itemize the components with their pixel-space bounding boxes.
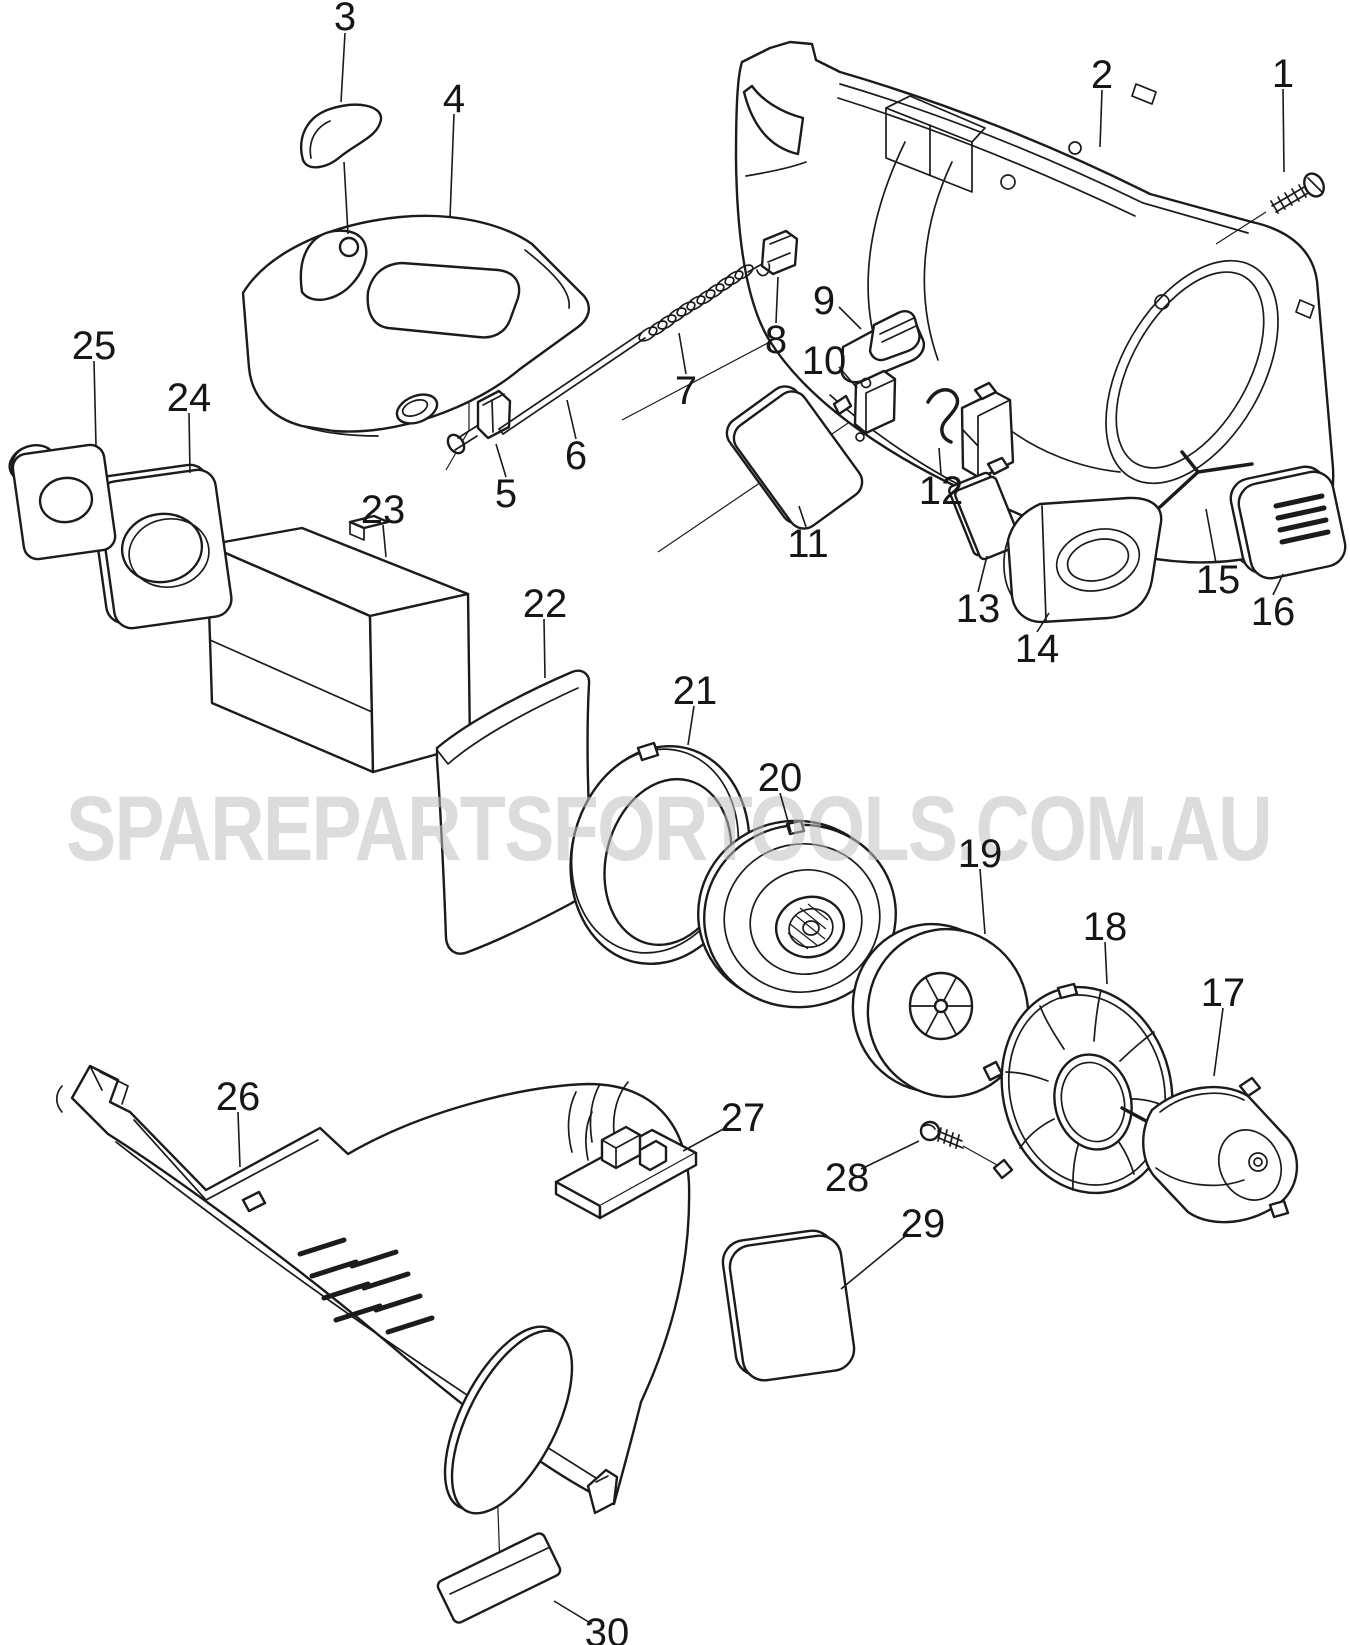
leader-line-4	[449, 113, 455, 219]
leader-line-18	[1104, 941, 1108, 985]
part-number-12: 12	[919, 469, 964, 513]
leader-line-5	[495, 443, 507, 478]
part-30-name-label	[436, 1532, 562, 1624]
part-23-battery-box	[205, 514, 472, 774]
part-8-joint	[747, 229, 799, 277]
part-1-screw	[1215, 172, 1325, 245]
part-number-23: 23	[361, 488, 406, 532]
part-number-9: 9	[813, 279, 835, 323]
part-27-terminal-block	[554, 1081, 698, 1220]
part-number-26: 26	[216, 1075, 261, 1119]
leader-line-21	[687, 705, 695, 746]
leader-line-7	[678, 332, 687, 375]
part-24-filter-frame	[89, 463, 233, 630]
part-number-11: 11	[787, 522, 829, 566]
part-16-vented-cap	[1229, 465, 1347, 580]
part-26-housing-left-shell	[55, 1064, 691, 1515]
part-number-15: 15	[1196, 558, 1241, 602]
part-2-housing-right-shell	[734, 40, 1335, 572]
leader-line-9	[838, 306, 862, 330]
leader-line-3	[343, 161, 349, 235]
part-13-filter-pad	[948, 471, 1022, 561]
part-number-2: 2	[1091, 53, 1113, 97]
part-number-16: 16	[1251, 590, 1296, 634]
part-number-30: 30	[585, 1611, 630, 1645]
part-number-18: 18	[1083, 905, 1128, 949]
leader-line-13	[977, 555, 988, 593]
leader-line-20	[779, 792, 792, 833]
part-number-22: 22	[523, 582, 568, 626]
leader-line-16	[1272, 573, 1284, 596]
part-number-25: 25	[72, 324, 117, 368]
part-11-plate	[725, 385, 864, 530]
part-number-14: 14	[1015, 627, 1060, 671]
part-number-21: 21	[673, 669, 718, 713]
part-number-8: 8	[765, 318, 787, 362]
leader-line-22	[543, 618, 546, 679]
leader-line-10	[838, 366, 858, 389]
leader-line-14	[1036, 612, 1050, 633]
leader-line-23	[382, 524, 387, 558]
leader-line-11	[798, 505, 807, 528]
part-number-24: 24	[167, 376, 212, 420]
part-17-motor	[1120, 1076, 1299, 1224]
part-number-3: 3	[334, 0, 356, 39]
leader-line-1	[1282, 88, 1285, 173]
part-19-baffle-disc	[851, 922, 1030, 1099]
part-18-fan	[982, 982, 1174, 1195]
leader-line-17	[1213, 1007, 1224, 1077]
part-14-dust-cover	[1003, 496, 1163, 624]
part-number-29: 29	[901, 1202, 946, 1246]
part-number-28: 28	[825, 1156, 870, 1200]
part-28-screw	[919, 1120, 964, 1149]
part-4-motor-cover	[241, 214, 590, 437]
leader-line-3	[340, 32, 346, 103]
part-7-spring	[638, 264, 754, 342]
part-number-1: 1	[1272, 52, 1294, 96]
leader-line-2	[1099, 89, 1103, 148]
leader-line-12	[938, 447, 942, 475]
vent-slots	[297, 1237, 435, 1335]
part-number-5: 5	[495, 472, 517, 516]
part-number-7: 7	[675, 369, 697, 413]
leader-line-24	[188, 412, 191, 474]
part-6-rod	[498, 332, 646, 435]
part-10-switch	[832, 369, 897, 442]
part-number-17: 17	[1201, 971, 1246, 1015]
watermark: SPAREPARTSFORTOOLS.COM.AU	[66, 778, 1271, 880]
part-3-cap	[300, 103, 383, 169]
leader-line-30	[553, 1600, 593, 1625]
part-number-27: 27	[721, 1096, 766, 1140]
part-number-4: 4	[443, 77, 465, 121]
part-number-labels: 1234567891011121314151617181920212223242…	[72, 0, 1296, 1645]
part-number-10: 10	[802, 339, 847, 383]
part-number-13: 13	[956, 587, 1001, 631]
part-25-seal-plate	[8, 443, 117, 561]
part-number-19: 19	[958, 832, 1003, 876]
leader-line-8	[775, 276, 779, 324]
part-number-6: 6	[565, 434, 587, 478]
leader-line-15	[1205, 508, 1217, 564]
part-15-wire-hook	[1158, 450, 1254, 509]
leader-line-19	[979, 868, 986, 935]
part-number-20: 20	[758, 756, 803, 800]
leader-line-6	[566, 399, 577, 440]
leader-line-29	[840, 1233, 909, 1290]
part-9-switch-slider	[840, 310, 925, 384]
part-29-cover-plate	[721, 1229, 856, 1382]
leader-line-26	[237, 1111, 241, 1168]
leader-line-28	[860, 1140, 920, 1170]
part-12-terminal	[926, 381, 1015, 480]
leader-line-25	[93, 360, 97, 447]
leader-line-27	[682, 1126, 728, 1152]
